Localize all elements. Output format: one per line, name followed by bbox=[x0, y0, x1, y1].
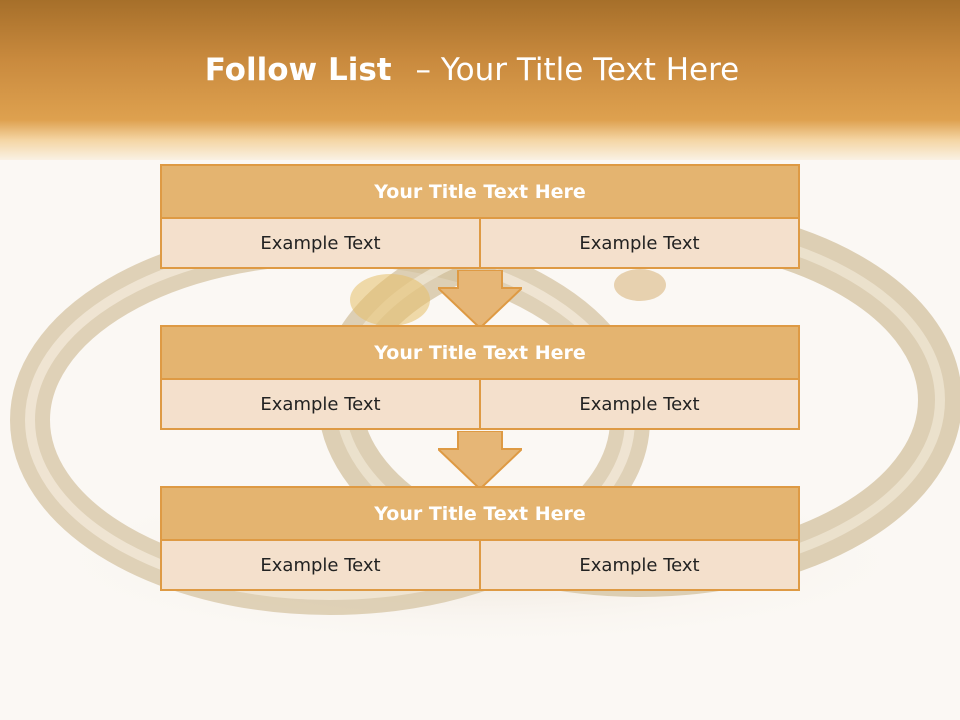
slide-title-bold: Follow List bbox=[204, 52, 392, 88]
step-2-right-text: Example Text bbox=[479, 380, 800, 430]
step-row-1: Example Text Example Text bbox=[160, 219, 800, 269]
slide-title-rest: – Your Title Text Here bbox=[415, 52, 740, 88]
step-1-right-text: Example Text bbox=[479, 219, 800, 269]
step-block-2: Your Title Text Here Example Text Exampl… bbox=[160, 325, 800, 430]
down-arrow-icon bbox=[438, 270, 522, 330]
step-2-left-text: Example Text bbox=[160, 380, 481, 430]
step-title-2: Your Title Text Here bbox=[160, 325, 800, 380]
step-row-2: Example Text Example Text bbox=[160, 380, 800, 430]
step-1-left-text: Example Text bbox=[160, 219, 481, 269]
step-3-left-text: Example Text bbox=[160, 541, 481, 591]
header-band bbox=[0, 0, 960, 160]
step-block-1: Your Title Text Here Example Text Exampl… bbox=[160, 164, 800, 269]
step-title-3: Your Title Text Here bbox=[160, 486, 800, 541]
slide-title: Follow List – Your Title Text Here bbox=[0, 52, 944, 88]
step-3-right-text: Example Text bbox=[479, 541, 800, 591]
step-row-3: Example Text Example Text bbox=[160, 541, 800, 591]
step-block-3: Your Title Text Here Example Text Exampl… bbox=[160, 486, 800, 591]
down-arrow-icon bbox=[438, 431, 522, 491]
step-title-1: Your Title Text Here bbox=[160, 164, 800, 219]
